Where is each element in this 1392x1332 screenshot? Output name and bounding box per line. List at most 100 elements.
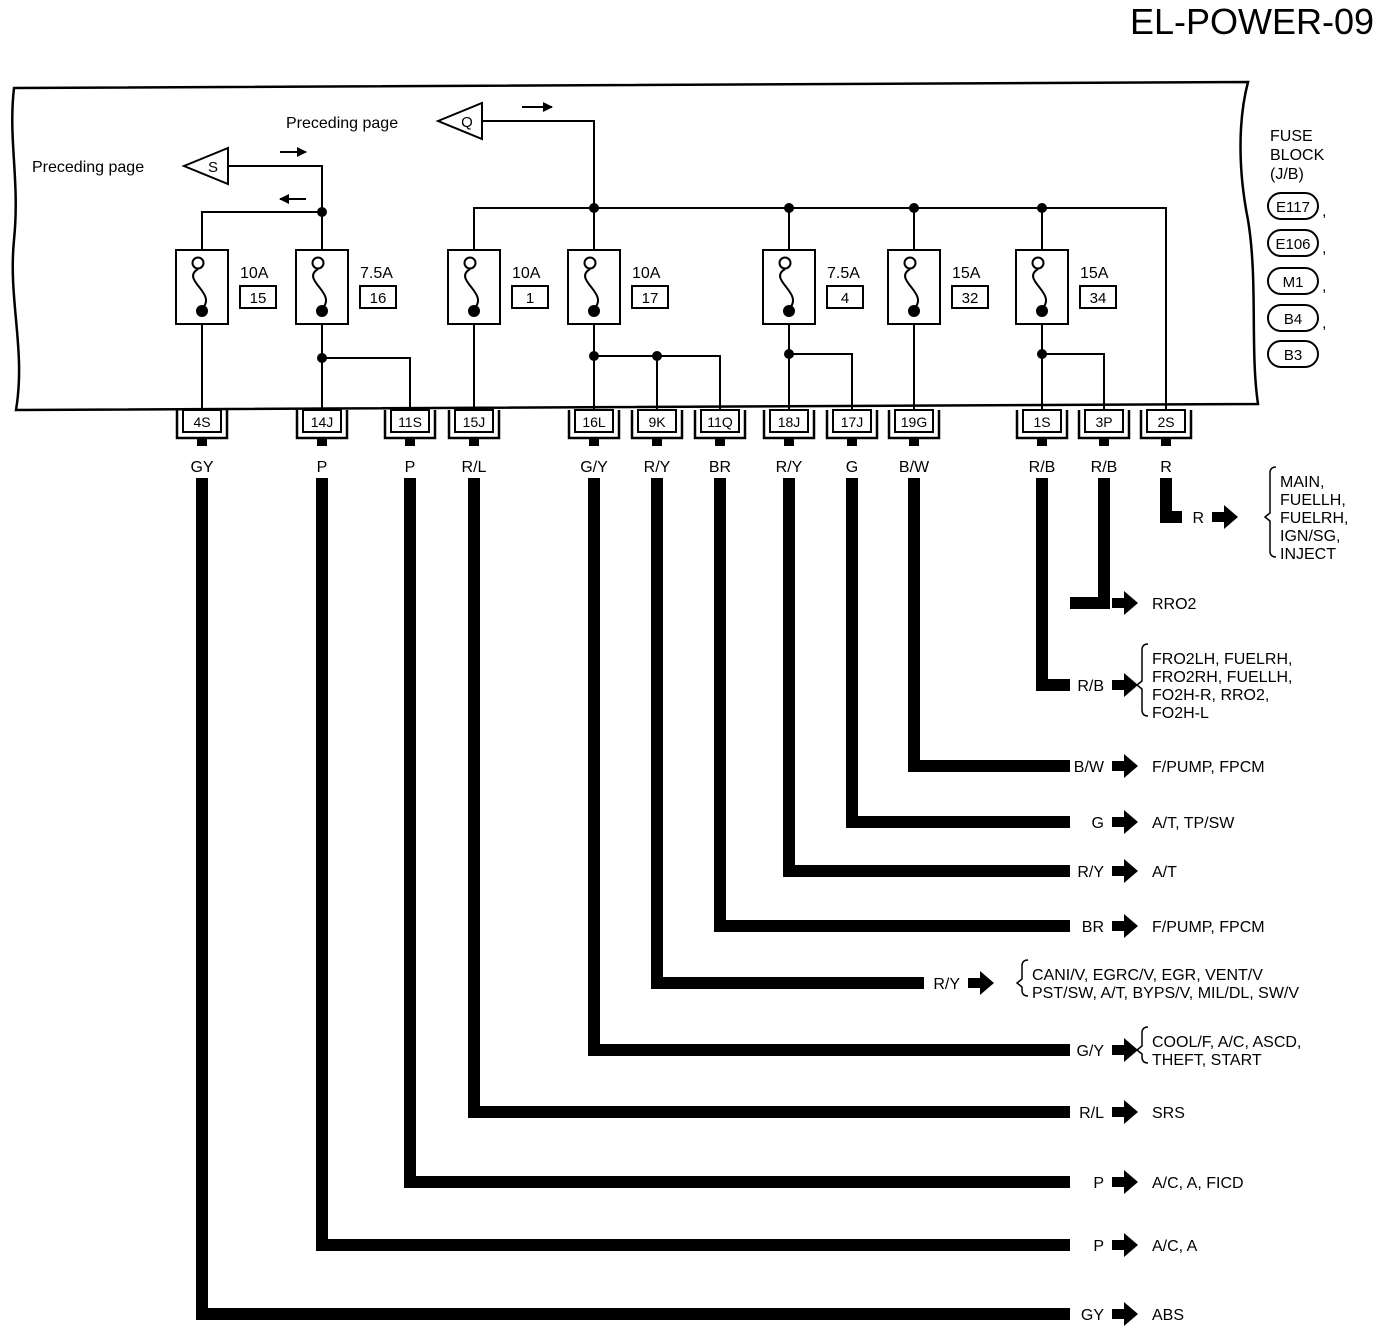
output-wire-color: R: [1192, 510, 1204, 527]
output-destination-text: MAIN,: [1280, 474, 1324, 491]
output-wire-color: G: [1092, 815, 1104, 832]
wire-color-label: G/Y: [580, 459, 608, 476]
terminal: 4S GY: [175, 409, 229, 476]
arrow-right-icon: [1112, 1170, 1138, 1194]
output-wire-color: P: [1093, 1238, 1104, 1255]
output-wire-color: R/B: [1077, 678, 1104, 695]
fuse-number-box: [951, 285, 989, 309]
terminal: 2S R: [1139, 409, 1193, 476]
arrow-right-icon: [1112, 591, 1138, 615]
output-wire-color: R/Y: [1077, 864, 1104, 881]
output-destination-text: FO2H-L: [1152, 705, 1209, 722]
terminal-id: 3P: [1095, 414, 1112, 430]
wire-color-label: B/W: [899, 459, 930, 476]
fuse-number: 32: [962, 290, 979, 307]
svg-text:,: ,: [1322, 240, 1326, 257]
preceding-page-q: Preceding page Q: [286, 101, 483, 141]
preceding-page-tag: S: [208, 159, 218, 176]
wire-color-label: BR: [709, 459, 731, 476]
connector-id: E117: [1276, 199, 1310, 216]
terminal: 3PR/B: [1077, 409, 1131, 476]
connector-badge: M1,: [1267, 267, 1326, 295]
output-destination-text: PST/SW, A/T, BYPS/V, MIL/DL, SW/V: [1032, 985, 1299, 1002]
arrow-right-icon: [1112, 859, 1138, 883]
terminal-id: 18J: [778, 414, 801, 430]
harness-wire: [1160, 478, 1182, 523]
output-destination-text: FUELLH,: [1280, 492, 1346, 509]
terminal-id: 4S: [193, 414, 210, 430]
page-title: EL-POWER-09: [1130, 1, 1374, 42]
fuse-rating: 10A: [632, 265, 661, 282]
harness-wire: [588, 478, 1070, 1056]
fuse-number-box: [826, 285, 864, 309]
output-destination-text: FUELRH,: [1280, 510, 1348, 527]
fuse-number: 16: [370, 290, 387, 307]
wire-color-label: P: [317, 459, 328, 476]
output-destination-text: F/PUMP, FPCM: [1152, 759, 1265, 776]
terminal-id: 19G: [901, 414, 927, 430]
output-destination-text: A/T, TP/SW: [1152, 815, 1235, 832]
connector-badge: B3: [1267, 340, 1319, 368]
harness-wire: [1036, 478, 1070, 691]
fuse-number-box: [1079, 285, 1117, 309]
wire-color-label: R: [1160, 459, 1172, 476]
connector-badge: E117,: [1267, 192, 1326, 220]
preceding-page-tag: Q: [461, 114, 473, 131]
wire-color-label: GY: [190, 459, 213, 476]
svg-text:,: ,: [1322, 315, 1326, 332]
svg-text:,: ,: [1322, 203, 1326, 220]
arrow-right-icon: [1112, 1100, 1138, 1124]
output-wire-color: R/B: [1077, 596, 1104, 613]
harness-wire: [908, 478, 1070, 772]
output-wire-color: R/Y: [933, 976, 960, 993]
brace-icon: [1015, 959, 1029, 997]
brace-icon: [1135, 643, 1149, 717]
arrow-right-icon: [1112, 810, 1138, 834]
preceding-page-label: Preceding page: [32, 159, 144, 176]
output-destination-text: F/PUMP, FPCM: [1152, 919, 1265, 936]
off-page-connector-icon: [435, 101, 483, 141]
output-destination-text: COOL/F, A/C, ASCD,: [1152, 1034, 1301, 1051]
output-destination-text: RRO2: [1152, 596, 1197, 613]
harness-wires: [196, 478, 1182, 1320]
fuse-number: 1: [526, 290, 534, 307]
terminal-id: 1S: [1033, 414, 1050, 430]
fuse-block-label: FUSE BLOCK (J/B): [1270, 128, 1325, 183]
wire-color-label: G: [846, 459, 858, 476]
terminal-id: 2S: [1157, 414, 1174, 430]
connector-id: E106: [1275, 236, 1310, 253]
terminal-id: 11S: [398, 414, 422, 430]
terminal-id: 15J: [463, 414, 486, 430]
output-destination: G A/T, TP/SW: [1092, 810, 1235, 834]
harness-wire: [468, 478, 1070, 1118]
connector-id: B4: [1284, 311, 1302, 328]
harness-wire: [196, 478, 1070, 1320]
output-destination-text: INJECT: [1280, 546, 1336, 563]
fuse-rating: 10A: [512, 265, 541, 282]
current-direction-arrows: [279, 102, 553, 204]
harness-wire: [1070, 478, 1110, 609]
arrow-right-icon: [1212, 505, 1238, 529]
preceding-page-label: Preceding page: [286, 115, 398, 132]
fuse-block-title-line: BLOCK: [1270, 147, 1325, 164]
output-destination-text: A/C, A, FICD: [1152, 1175, 1244, 1192]
terminal: 19G B/W: [887, 409, 941, 476]
